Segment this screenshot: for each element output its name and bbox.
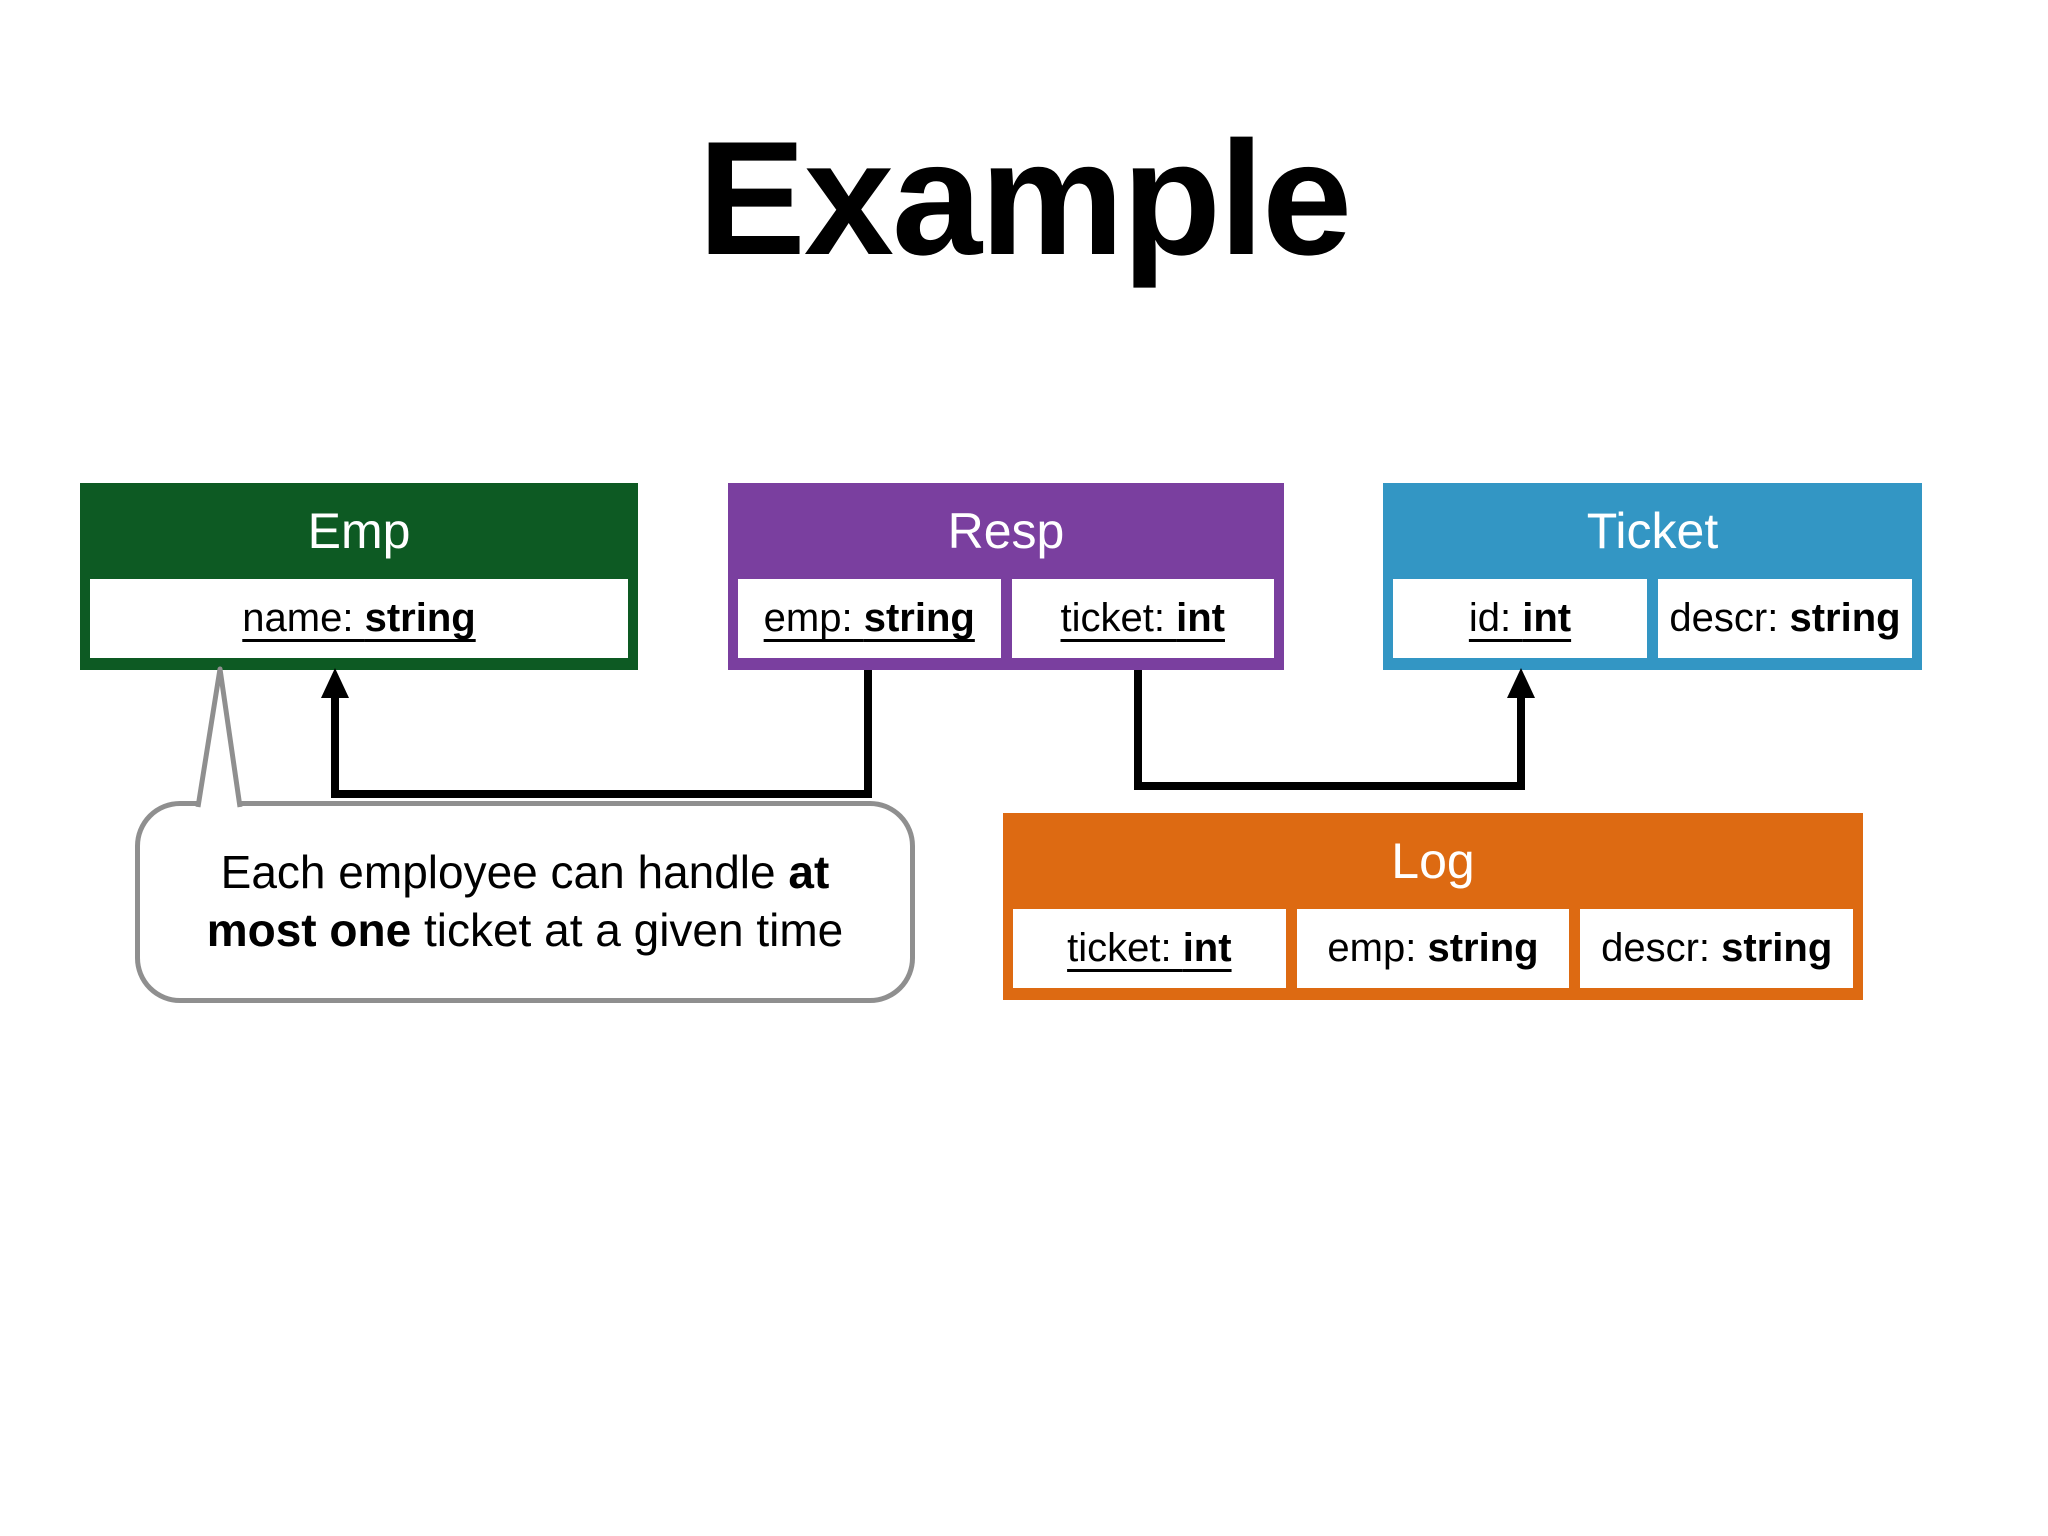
field-type: int [1182,926,1232,970]
connector-resp-emp-horizontal [331,790,872,798]
field-label: descr: [1669,596,1790,640]
field-resp-emp: emp: string [738,579,1001,658]
callout-text: Each employee can handle [220,846,789,899]
field-label: ticket: [1067,926,1183,970]
field-type: string [364,596,476,640]
field-label: emp: [1327,926,1428,970]
entity-log-title: Log [1391,833,1475,889]
field-label: ticket: [1060,596,1177,640]
callout-line-2: most one ticket at a given time [207,902,844,960]
entity-emp-fields: name: string [80,579,638,670]
field-type: int [1176,596,1225,640]
field-resp-ticket: ticket: int [1011,579,1274,658]
connector-resp-ticket-horizontal [1134,782,1525,790]
field-label: descr: [1601,926,1722,970]
field-emp-name: name: string [90,579,628,658]
field-type: string [1721,926,1833,970]
entity-resp-title: Resp [947,503,1065,559]
entity-emp: Emp name: string [80,483,638,670]
field-type: string [1427,926,1539,970]
entity-ticket-title: Ticket [1586,503,1719,559]
entity-resp-fields: emp: string ticket: int [728,579,1284,670]
field-log-ticket: ticket: int [1013,909,1286,988]
entity-ticket: Ticket id: int descr: string [1383,483,1922,670]
field-type: string [863,596,975,640]
field-ticket-id: id: int [1393,579,1647,658]
connector-resp-ticket-up [1517,696,1525,790]
callout-line-1: Each employee can handle at [221,844,830,902]
entity-log: Log ticket: int emp: string descr: strin… [1003,813,1863,1000]
field-label: name: [242,596,365,640]
arrowhead-to-emp-icon [321,668,349,698]
entity-resp: Resp emp: string ticket: int [728,483,1284,670]
callout-bubble: Each employee can handle at most one tic… [135,801,915,1003]
connector-resp-emp-down [864,670,872,798]
field-ticket-descr: descr: string [1658,579,1912,658]
connector-resp-emp-up [331,696,339,790]
field-label: id: [1468,596,1523,640]
callout-text: ticket at a given time [411,904,844,956]
field-log-emp: emp: string [1296,909,1570,988]
entity-emp-title: Emp [307,503,411,559]
entity-ticket-fields: id: int descr: string [1383,579,1922,670]
connector-resp-ticket-down [1134,670,1142,790]
arrowhead-to-ticket-icon [1507,668,1535,698]
slide-title: Example [697,108,1352,289]
field-log-descr: descr: string [1580,909,1854,988]
callout-text-bold: at [788,846,830,899]
entity-log-fields: ticket: int emp: string descr: string [1003,909,1863,1000]
callout-text-bold: most one [206,904,412,956]
field-type: string [1789,596,1901,640]
field-label: emp: [763,596,864,640]
field-type: int [1522,596,1572,640]
